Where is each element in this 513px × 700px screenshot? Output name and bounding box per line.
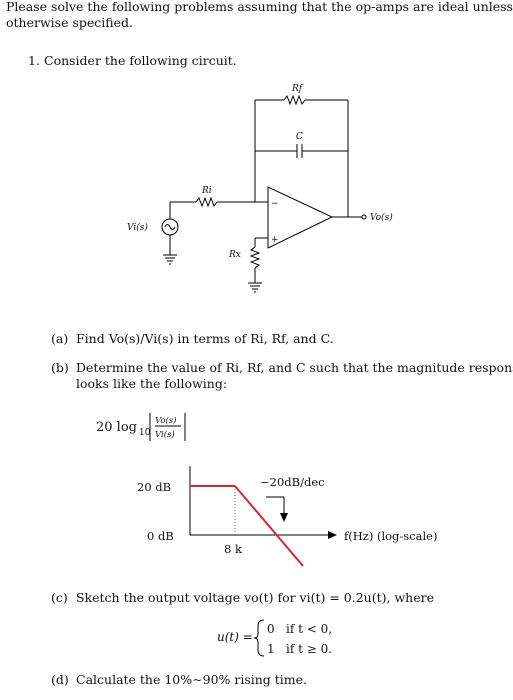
vout-label: Vo(s) <box>370 212 393 223</box>
ylabel-prefix: 20 log <box>96 420 137 435</box>
part-d-label: (d) <box>51 672 69 687</box>
corner-label: 8 k <box>224 542 243 556</box>
part-a-label: (a) <box>51 331 69 346</box>
unit-step-lhs: u(t) = <box>217 630 253 644</box>
output-terminal <box>361 214 367 220</box>
left-brace <box>253 619 265 657</box>
part-c-text: Sketch the output voltage vo(t) for vi(t… <box>76 590 434 605</box>
ri-resistor <box>195 196 218 208</box>
level-0db: 0 dB <box>147 529 174 543</box>
plus-sign: + <box>271 235 279 245</box>
part-c-label: (c) <box>51 590 68 605</box>
xaxis-label: f(Hz) (log-scale) <box>344 529 437 543</box>
c-label: C <box>296 132 303 142</box>
part-d-text: Calculate the 10%∼90% rising time. <box>76 672 308 687</box>
rx-resistor <box>249 246 261 269</box>
rx-label: Rx <box>228 250 241 260</box>
part-b-line-2: looks like the following: <box>76 376 228 391</box>
problem-number: 1. <box>28 53 40 68</box>
fraction-denominator: Vi(s) <box>155 429 175 440</box>
intro-line-1: Please solve the following problems assu… <box>6 0 513 14</box>
part-b-line-1: Determine the value of Ri, Rf, and C suc… <box>76 360 513 375</box>
intro-line-2: otherwise specified. <box>6 15 133 30</box>
part-b-label: (b) <box>51 360 69 375</box>
case-2-condition: if t ≥ 0. <box>286 642 332 656</box>
part-a-text: Find Vo(s)/Vi(s) in terms of Ri, Rf, and… <box>76 331 334 346</box>
case-1-condition: if t < 0, <box>286 622 332 636</box>
problem-statement: Consider the following circuit. <box>44 53 237 68</box>
fraction-numerator: Vo(s) <box>155 415 176 426</box>
case-1-value: 0 <box>267 622 275 636</box>
slope-arrowhead <box>280 513 288 522</box>
response-rolloff <box>234 485 304 567</box>
op-amp <box>267 186 334 249</box>
ri-label: Ri <box>201 186 212 196</box>
case-2-value: 1 <box>267 642 275 656</box>
ylabel-subscript: 10 <box>139 428 151 438</box>
rf-label: Rf <box>291 84 304 94</box>
level-20db: 20 dB <box>137 480 171 494</box>
x-axis-arrowhead <box>328 531 337 539</box>
vin-label: Vi(s) <box>127 222 148 233</box>
minus-sign: − <box>271 199 279 209</box>
rf-resistor <box>283 94 306 106</box>
slope-label: −20dB/dec <box>260 475 325 489</box>
